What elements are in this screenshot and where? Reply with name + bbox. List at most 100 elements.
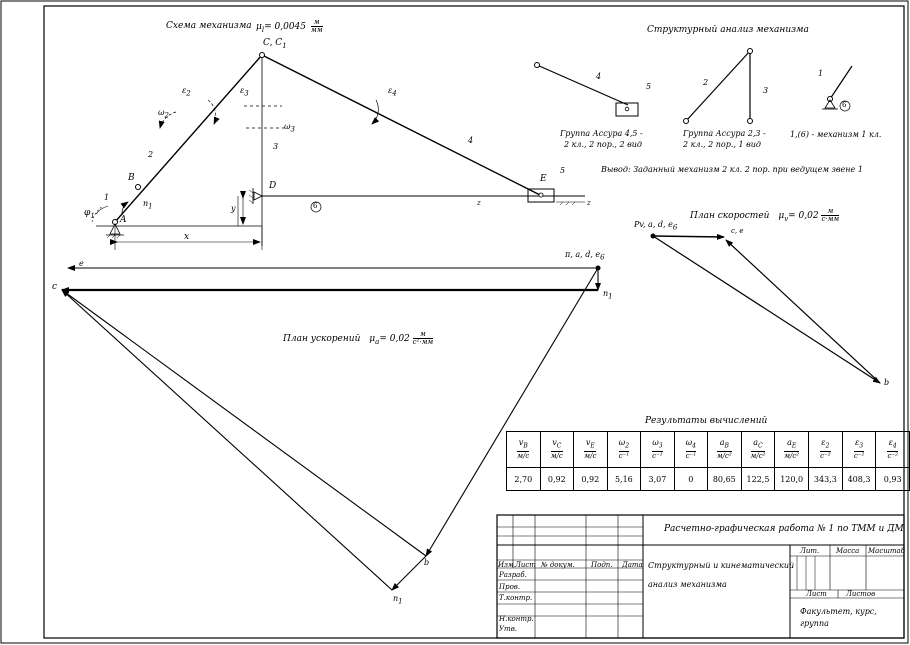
results-value-cell: 3,07	[640, 467, 675, 491]
label-eps4: ε4	[388, 86, 397, 98]
label-y: y	[231, 204, 236, 213]
col-lit: Лит.	[800, 547, 820, 555]
acceleration-title: План ускорений μa= 0,02 м с²·мм	[283, 330, 434, 346]
drawing-frame	[43, 5, 905, 639]
col-sheets: Листов	[846, 590, 876, 598]
accel-pole: π, a, d, e6	[565, 250, 605, 262]
results-value-cell: 0	[673, 467, 708, 491]
accel-b: b	[424, 558, 430, 567]
velocity-plan-drawing	[650, 233, 881, 384]
struct-l1: 1	[818, 69, 824, 78]
title-block-lines	[496, 514, 905, 639]
label-link1: 1	[104, 193, 110, 202]
struct-l6: 6	[842, 101, 847, 109]
struct-l4: 4	[596, 72, 602, 81]
label-eps2: ε2	[182, 86, 191, 98]
col-izm: Изм.	[498, 561, 516, 569]
group-45: Группа Ассура 4,5 -2 кл., 2 пор., 2 вид	[560, 129, 643, 149]
row-tkontr: Т.контр.	[499, 594, 533, 602]
acceleration-plan-drawing	[61, 265, 601, 591]
mechanism-scheme	[91, 52, 585, 250]
label-n1: n1	[143, 199, 153, 211]
results-value-cell: 122,5	[740, 467, 776, 491]
col-sign: Подп.	[591, 561, 613, 569]
label-x: x	[184, 232, 190, 242]
group-16: 1,(6) - механизм 1 кл.	[790, 130, 882, 139]
accel-n1-top: n1	[603, 289, 613, 301]
results-value-cell: 0,92	[573, 467, 608, 491]
struct-l3: 3	[763, 86, 769, 95]
results-value-cell: 2,70	[506, 467, 541, 491]
results-value-cell: 5,16	[606, 467, 642, 491]
label-C: C, C1	[263, 38, 287, 50]
row-razrab: Разраб.	[499, 571, 527, 579]
velocity-title: План скоростей μv= 0,02 м с·мм	[690, 207, 840, 223]
mechanism-title: Схема механизма	[166, 21, 252, 31]
label-phi: φ1	[84, 208, 95, 220]
label-om2: ω2	[158, 108, 169, 120]
label-link4: 4	[468, 136, 474, 145]
link2	[114, 54, 263, 223]
results-value-cell: 343,3	[808, 467, 843, 491]
label-z2: z	[587, 199, 591, 207]
col-masshtab: Масштаб	[868, 547, 905, 555]
col-mass: Масса	[836, 547, 860, 555]
accel-c: c	[52, 282, 58, 292]
label-B: B	[128, 173, 135, 183]
group-23: Группа Ассура 2,3 -2 кл., 2 пор., 1 вид	[683, 129, 766, 149]
results-value-cell: 408,3	[841, 467, 877, 491]
results-value-cell: 0,93	[875, 467, 910, 491]
label-A: A	[120, 215, 127, 225]
conclusion: Вывод: Заданный механизм 2 кл. 2 пор. пр…	[601, 165, 863, 174]
struct-l2: 2	[703, 78, 709, 87]
row-nkontr: Н.контр.	[499, 615, 534, 623]
label-six: 6	[313, 202, 318, 210]
label-link3: 3	[273, 142, 279, 151]
results-value-cell: 80,65	[706, 467, 742, 491]
label-link2: 2	[148, 150, 154, 159]
joint-B	[135, 184, 141, 190]
results-title: Результаты вычислений	[645, 416, 768, 426]
col-sheet: Лист	[806, 590, 827, 598]
velocity-pole: Pv, a, d, e6	[634, 220, 678, 232]
label-D: D	[269, 181, 277, 191]
velocity-ce: c, e	[731, 227, 744, 235]
label-E: E	[540, 174, 547, 184]
label-eps3: ε3	[240, 86, 249, 98]
velocity-b: b	[884, 378, 890, 387]
struct-l5: 5	[646, 82, 652, 91]
faculty: Факультет, курс,группа	[800, 607, 877, 628]
col-date: Дата	[622, 561, 643, 569]
link4	[261, 54, 541, 196]
accel-e: e	[79, 259, 84, 268]
col-doc: № докум.	[541, 561, 575, 569]
label-link5: 5	[560, 166, 566, 175]
col-list: Лист	[515, 561, 536, 569]
joint-C	[259, 52, 265, 58]
structure-diagrams	[534, 48, 853, 124]
label-z1: z	[477, 199, 481, 207]
accel-n1-bottom: n1	[393, 594, 403, 606]
mechanism-scale: μl= 0,0045 м мм	[256, 18, 323, 34]
row-utv: Утв.	[499, 625, 517, 633]
results-value-cell: 0,92	[539, 467, 575, 491]
results-value-cell: 120,0	[774, 467, 810, 491]
label-om3: ω3	[284, 122, 295, 134]
work-title: Расчетно-графическая работа № 1 по ТММ и…	[664, 524, 904, 534]
